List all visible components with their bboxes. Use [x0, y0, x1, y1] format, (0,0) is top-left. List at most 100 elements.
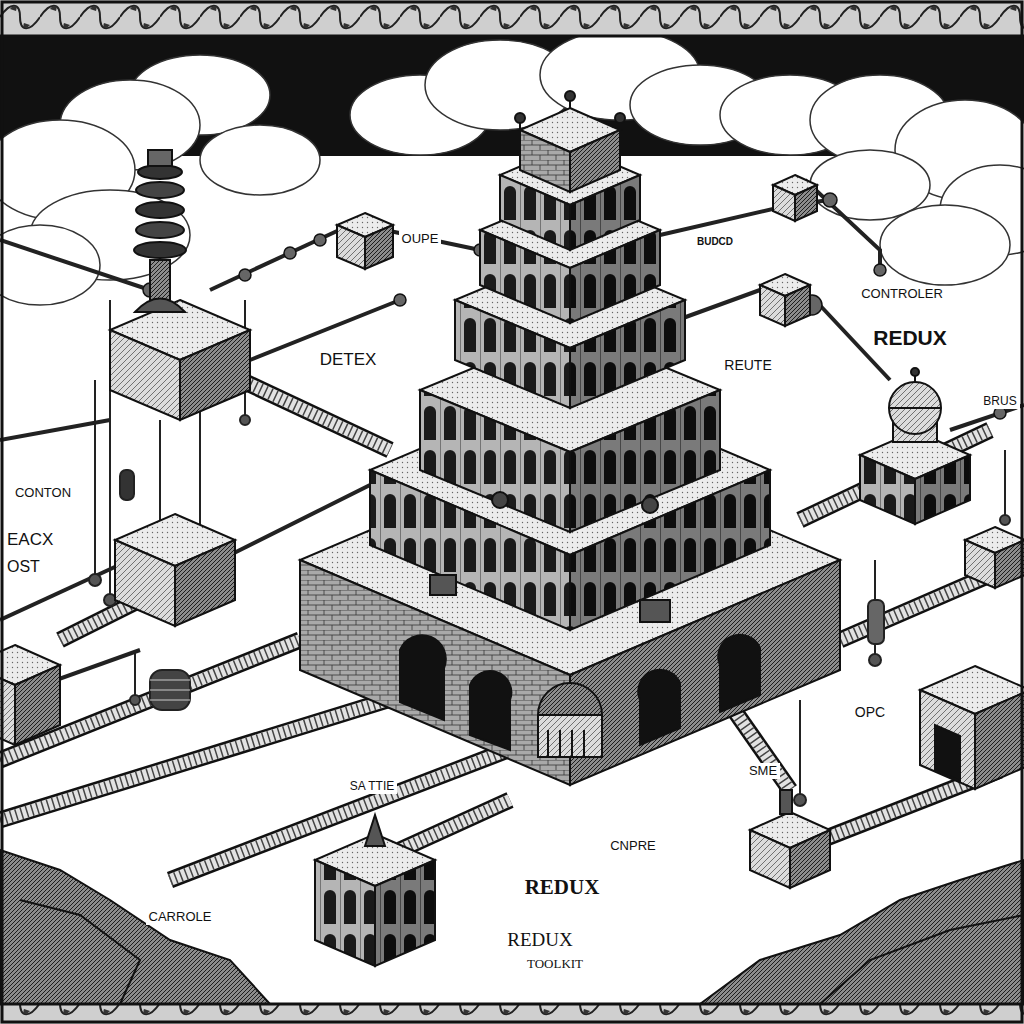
tower — [300, 91, 840, 785]
tower-part — [430, 575, 456, 595]
left-pillar-part — [134, 242, 186, 258]
hanging-rods-part — [95, 300, 1005, 800]
hanging-rods-part — [794, 794, 806, 806]
label-holder: SME — [746, 761, 780, 779]
part-label: CONTROLER — [858, 286, 946, 302]
hanging-rods-part — [150, 680, 190, 700]
tower-part — [538, 683, 602, 715]
hanging-rods-part — [868, 600, 884, 644]
hanging-rods-part — [120, 470, 134, 500]
tower-part — [520, 130, 570, 192]
side-blocks-part — [375, 860, 435, 966]
left-pillar-part — [136, 182, 184, 198]
side-blocks-part — [760, 285, 785, 326]
part-label: EACX — [4, 530, 56, 551]
terrain-part — [700, 860, 1024, 1004]
side-blocks-part — [935, 725, 960, 781]
side-blocks-part — [785, 285, 810, 326]
pipe-balls-part — [284, 247, 296, 259]
left-pillar — [110, 150, 250, 420]
pipe-balls — [124, 193, 1006, 566]
part-label: SA TTIE — [347, 779, 397, 794]
label-holder: OPC — [852, 703, 888, 721]
clouds-part — [0, 225, 100, 305]
tower-part — [615, 113, 625, 123]
side-blocks-part — [175, 540, 235, 626]
walkways-part — [0, 375, 1024, 880]
walkways-part — [230, 375, 390, 450]
label-holder: BRUS — [980, 391, 1019, 409]
side-blocks-part — [915, 455, 970, 524]
side-blocks-part — [365, 225, 393, 269]
tower-part — [538, 715, 602, 757]
terrain-part — [0, 850, 270, 1004]
side-blocks-part — [889, 374, 941, 408]
part-label: REDUX — [522, 875, 603, 900]
label-holder: EACX — [4, 530, 56, 551]
hanging-rods-part — [869, 654, 881, 666]
pipes-part — [0, 420, 110, 440]
side-blocks-part — [920, 690, 975, 789]
left-pillar-part — [180, 330, 250, 420]
clouds-part — [200, 125, 320, 195]
part-label: OPC — [852, 704, 888, 721]
side-blocks-part — [790, 830, 830, 888]
terrain-part — [820, 915, 1024, 1004]
pipes-part — [385, 230, 480, 250]
label-holder: REDUX — [870, 325, 950, 350]
label-holder: REUTE — [721, 356, 774, 374]
tower-part — [570, 130, 620, 192]
label-holder: CONTROLER — [858, 284, 946, 302]
label-holder: BUDCD — [694, 231, 736, 249]
pipe-balls-part — [823, 193, 837, 207]
terrain — [0, 850, 1024, 1004]
side-blocks-part — [15, 665, 60, 745]
part-label: CONTON — [12, 485, 74, 501]
left-pillar-part — [135, 299, 185, 313]
hanging-rods-part — [89, 574, 101, 586]
part-label: REUTE — [721, 357, 774, 374]
side-blocks-part — [965, 540, 995, 588]
hanging-rods-part — [240, 415, 250, 425]
tower-part — [400, 635, 446, 720]
side-blocks-part — [860, 455, 915, 524]
hanging-rods-part — [130, 695, 140, 705]
label-holder: SA TTIE — [347, 776, 397, 794]
walkways-part — [400, 800, 510, 850]
hanging-rods-part — [1000, 515, 1010, 525]
clouds-part — [810, 150, 930, 220]
part-label: BRUS — [980, 394, 1019, 409]
clouds-part — [880, 205, 1010, 285]
frame-part — [0, 0, 1024, 36]
frame-part — [0, 36, 1024, 1004]
label-holder: CNPRE — [607, 836, 659, 854]
tower-part — [520, 101, 620, 130]
tower-part — [515, 113, 525, 123]
hanging-rods-part — [150, 670, 190, 710]
side-blocks-part — [911, 368, 919, 376]
walkways-part — [230, 375, 390, 450]
label-holder: CARROLE — [146, 907, 215, 925]
hanging-rods — [89, 300, 1010, 806]
tower-part — [565, 91, 575, 101]
left-pillar-part — [136, 222, 184, 238]
walkways-part — [0, 690, 420, 820]
pipe-balls-part — [874, 264, 886, 276]
part-label: TOOLKIT — [524, 956, 586, 972]
part-label: OUPE — [399, 231, 442, 247]
side-blocks-part — [795, 185, 817, 221]
side-blocks-part — [315, 860, 375, 966]
left-pillar-part — [136, 202, 184, 218]
tower-part — [638, 670, 680, 745]
side-blocks-part — [337, 225, 365, 269]
label-holder: DETEX — [317, 350, 380, 371]
walkways — [0, 375, 1024, 880]
walkways-part — [400, 800, 510, 850]
pipe-balls-part — [314, 234, 326, 246]
label-holder: OUPE — [399, 229, 442, 247]
part-label: CNPRE — [607, 838, 659, 854]
